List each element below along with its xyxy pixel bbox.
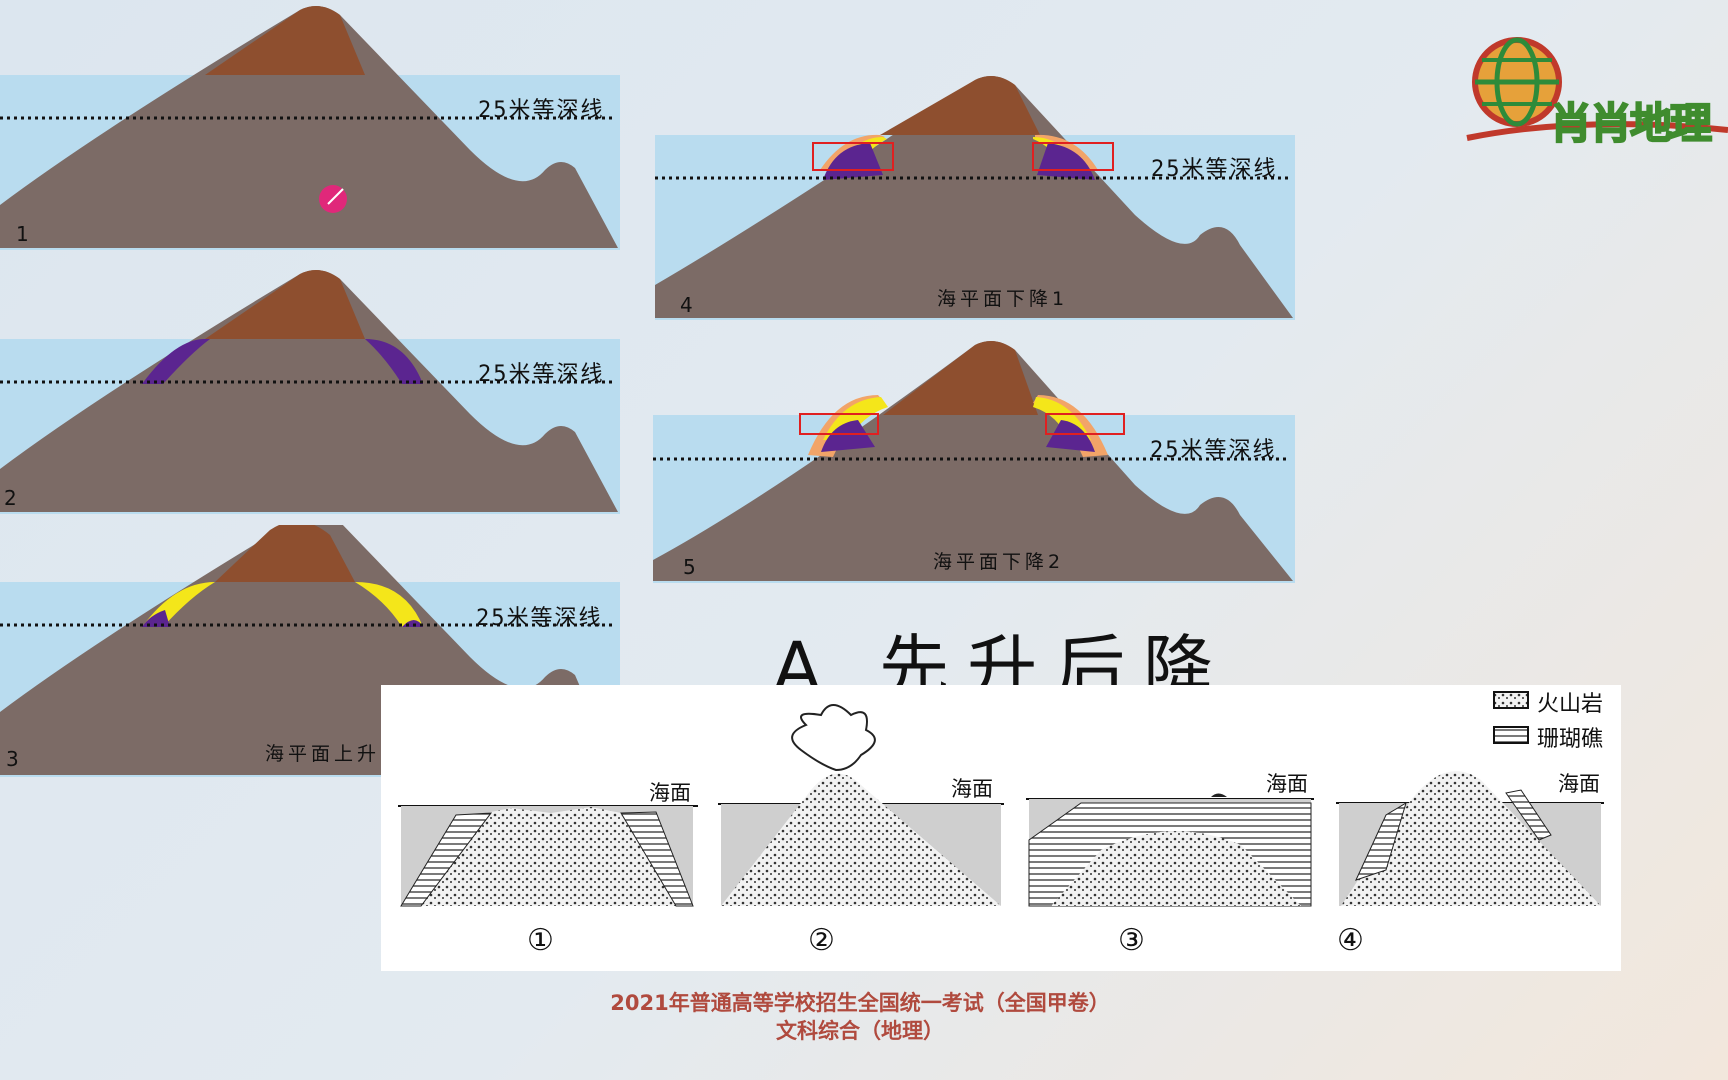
panel-number: 5 — [683, 555, 696, 579]
diagram-panel-2: 25米等深线 2 — [0, 262, 620, 514]
panel-caption: 海平面上升 — [265, 743, 381, 765]
logo — [1466, 37, 1728, 141]
source-line-1: 2021年普通高等学校招生全国统一考试（全国甲卷） — [610, 991, 1110, 1015]
panel-number: 1 — [16, 222, 29, 246]
depth-label: 25米等深线 — [1151, 157, 1278, 182]
diagram-panel-1: 25米等深线 1 — [0, 0, 620, 250]
depth-label: 25米等深线 — [478, 98, 605, 123]
source-line-2: 文科综合（地理） — [776, 1019, 944, 1043]
legend-coral: 珊瑚礁 — [1537, 727, 1604, 752]
panel-caption: 海平面下降1 — [937, 288, 1069, 310]
figure-label-1: ① — [527, 923, 554, 958]
logo-text: 肖肖地理 — [1549, 98, 1713, 149]
sea-label-3: 海面 — [1266, 772, 1308, 796]
exam-figure: 火山岩 珊瑚礁 海面 海面 海面 海面 ① ② ③ ④ — [381, 685, 1621, 971]
sea-label-2: 海面 — [951, 777, 993, 801]
panel-number: 2 — [4, 486, 17, 510]
depth-label: 25米等深线 — [1150, 438, 1277, 463]
sea-label-4: 海面 — [1558, 772, 1600, 796]
diagram-panel-5: 25米等深线 5 海平面下降2 — [653, 335, 1295, 583]
depth-label: 25米等深线 — [478, 362, 605, 387]
figure-label-4: ④ — [1337, 923, 1364, 958]
diagram-panel-4: 25米等深线 4 海平面下降1 — [655, 65, 1295, 320]
figure-label-3: ③ — [1118, 923, 1145, 958]
legend-volcanic: 火山岩 — [1537, 692, 1604, 717]
panel-caption: 海平面下降2 — [933, 551, 1065, 573]
sea-label-1: 海面 — [649, 781, 691, 805]
panel-number: 4 — [680, 293, 693, 317]
depth-label: 25米等深线 — [476, 606, 603, 631]
figure-label-2: ② — [808, 923, 835, 958]
panel-number: 3 — [6, 747, 19, 771]
